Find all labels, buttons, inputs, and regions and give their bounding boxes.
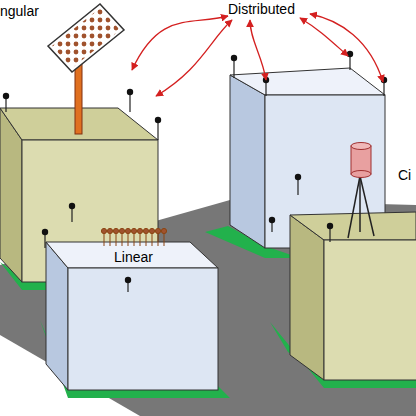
array-element bbox=[125, 228, 130, 233]
antenna bbox=[127, 89, 133, 112]
array-element bbox=[116, 232, 117, 246]
array-element bbox=[137, 228, 142, 233]
leader-arrows bbox=[132, 14, 383, 96]
rectangular-array bbox=[48, 4, 124, 134]
array-element bbox=[107, 228, 112, 233]
antenna bbox=[269, 217, 275, 232]
array-label: Linear bbox=[114, 250, 153, 264]
antenna bbox=[125, 277, 131, 292]
array-element bbox=[146, 232, 147, 246]
circular-array bbox=[348, 143, 374, 239]
array-element bbox=[110, 232, 111, 246]
array-element bbox=[164, 232, 165, 246]
linear-array bbox=[101, 228, 166, 246]
array-element bbox=[143, 228, 148, 233]
antenna bbox=[42, 229, 48, 248]
distributed-antennas bbox=[3, 51, 387, 292]
array-element bbox=[113, 228, 118, 233]
building bbox=[290, 212, 416, 380]
building bbox=[46, 242, 218, 390]
array-element bbox=[140, 232, 141, 246]
array-element bbox=[119, 228, 124, 233]
array-label: ngular bbox=[0, 4, 39, 18]
array-element bbox=[104, 232, 105, 246]
array-element bbox=[161, 228, 166, 233]
array-element bbox=[122, 232, 123, 246]
array-element bbox=[101, 228, 106, 233]
antenna bbox=[69, 203, 75, 222]
antenna bbox=[295, 174, 301, 195]
antenna bbox=[155, 117, 161, 140]
array-element bbox=[152, 232, 153, 246]
array-element bbox=[158, 232, 159, 246]
array-label: Distributed bbox=[228, 2, 295, 16]
array-element bbox=[149, 228, 154, 233]
antenna bbox=[231, 55, 237, 78]
antenna bbox=[347, 51, 353, 70]
array-element bbox=[128, 232, 129, 246]
antenna bbox=[3, 93, 9, 112]
array-element bbox=[155, 228, 160, 233]
antenna bbox=[327, 223, 333, 242]
array-element bbox=[134, 232, 135, 246]
array-element bbox=[131, 228, 136, 233]
array-label: Ci bbox=[398, 168, 411, 182]
